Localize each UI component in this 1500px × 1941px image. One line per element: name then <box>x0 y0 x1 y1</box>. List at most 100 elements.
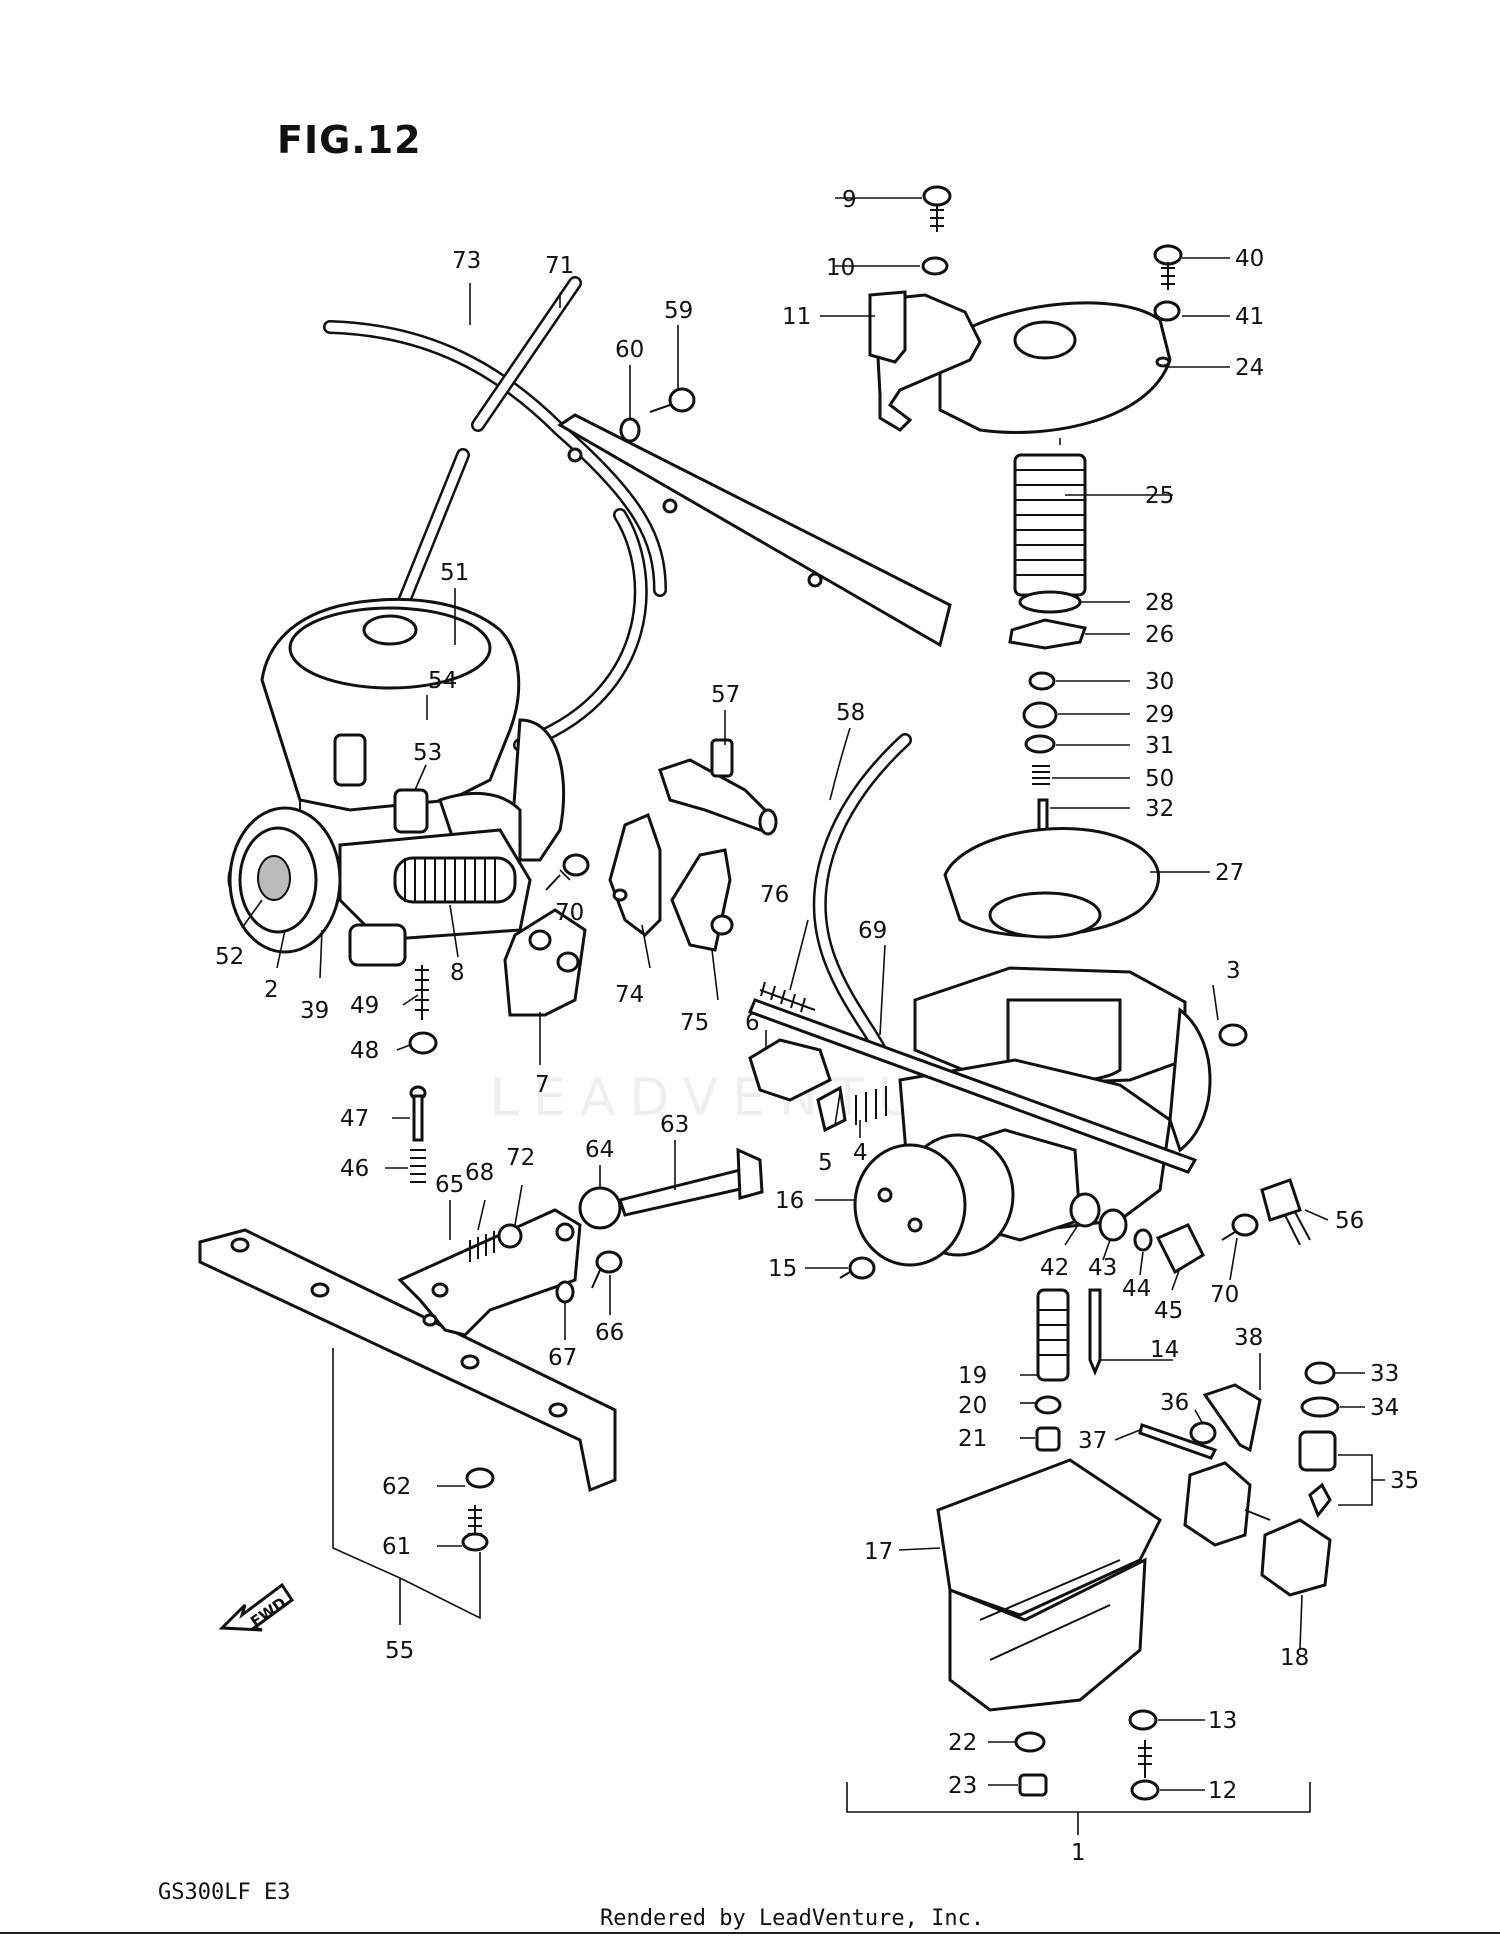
cap-33 <box>1304 1361 1336 1385</box>
callout-48: 48 <box>350 1038 379 1064</box>
throttle-lever-6 <box>748 1038 832 1102</box>
callout-8: 8 <box>450 960 465 986</box>
callout-53: 53 <box>413 740 442 766</box>
callout-32: 32 <box>1145 796 1174 822</box>
screw-9 <box>922 185 952 232</box>
vent-fitting-11 <box>868 290 982 432</box>
callout-38: 38 <box>1234 1325 1263 1351</box>
callout-29: 29 <box>1145 702 1174 728</box>
callout-2: 2 <box>264 977 279 1003</box>
lever-75 <box>670 848 734 952</box>
callout-14: 14 <box>1150 1337 1179 1363</box>
hose-73 <box>323 320 667 597</box>
spacer-29 <box>1022 701 1058 729</box>
jet-19 <box>1036 1288 1070 1382</box>
washer-31 <box>1024 734 1056 754</box>
callout-33: 33 <box>1370 1361 1399 1387</box>
washer-34 <box>1300 1396 1340 1418</box>
callout-46: 46 <box>340 1156 369 1182</box>
spring-4 <box>855 1086 887 1125</box>
callout-28: 28 <box>1145 590 1174 616</box>
callout-47: 47 <box>340 1106 369 1132</box>
leader-lines <box>241 197 1385 1835</box>
fwd-arrow-icon: FWD <box>218 1582 295 1632</box>
callout-61: 61 <box>382 1534 411 1560</box>
callout-16: 16 <box>775 1188 804 1214</box>
callout-73: 73 <box>452 248 481 274</box>
callout-51: 51 <box>440 560 469 586</box>
callout-13: 13 <box>1208 1708 1237 1734</box>
callout-59: 59 <box>664 298 693 324</box>
callout-27: 27 <box>1215 860 1244 886</box>
callout-26: 26 <box>1145 622 1174 648</box>
screw-70-left <box>545 853 590 891</box>
intake-cap-52 <box>227 806 342 954</box>
washer-13 <box>1128 1709 1158 1731</box>
callout-41: 41 <box>1235 304 1264 330</box>
screw-36 <box>1189 1421 1217 1445</box>
callout-37: 37 <box>1078 1428 1107 1454</box>
callout-56: 56 <box>1335 1208 1364 1234</box>
callout-49: 49 <box>350 993 379 1019</box>
mount-plate-55 <box>198 1228 617 1493</box>
tee-fitting-57 <box>658 738 778 836</box>
hose-58 <box>812 733 912 1057</box>
clip-30 <box>1028 671 1056 691</box>
screw-12 <box>1130 1740 1160 1801</box>
callout-labels: 1 2 3 4 5 6 7 8 9 10 11 12 13 14 15 16 1… <box>215 187 1419 1866</box>
screw-15 <box>839 1256 876 1280</box>
pin-47 <box>409 1085 427 1142</box>
callout-20: 20 <box>958 1393 987 1419</box>
screw-66 <box>591 1250 623 1289</box>
callout-43: 43 <box>1088 1255 1117 1281</box>
callout-22: 22 <box>948 1730 977 1756</box>
screw-23 <box>1018 1773 1048 1797</box>
clip-44 <box>1133 1228 1153 1252</box>
callout-36: 36 <box>1160 1390 1189 1416</box>
mount-rail-upper <box>557 413 952 648</box>
callout-70-left: 70 <box>555 900 584 926</box>
callout-25: 25 <box>1145 483 1174 509</box>
callout-42: 42 <box>1040 1255 1069 1281</box>
collar-64 <box>578 1186 622 1230</box>
screw-40 <box>1153 244 1183 290</box>
hose-71 <box>471 276 582 432</box>
callout-50: 50 <box>1145 766 1174 792</box>
callout-67: 67 <box>548 1345 577 1371</box>
washer-10 <box>921 256 949 276</box>
callout-66: 66 <box>595 1320 624 1346</box>
callout-23: 23 <box>948 1773 977 1799</box>
callout-9: 9 <box>842 187 857 213</box>
screw-59 <box>649 387 696 413</box>
intake-cap-16 <box>853 1133 1015 1267</box>
valve-35 <box>1298 1430 1337 1518</box>
callout-70-right: 70 <box>1210 1282 1239 1308</box>
callout-35: 35 <box>1390 1468 1419 1494</box>
washer-48 <box>408 1031 438 1055</box>
washer-62 <box>465 1467 495 1489</box>
callout-34: 34 <box>1370 1395 1399 1421</box>
callout-1: 1 <box>1071 1840 1086 1866</box>
callout-71: 71 <box>545 253 574 279</box>
callout-17: 17 <box>864 1539 893 1565</box>
callout-39: 39 <box>300 998 329 1024</box>
lever-74 <box>608 812 662 937</box>
callout-52: 52 <box>215 944 244 970</box>
callout-64: 64 <box>585 1137 614 1163</box>
callout-19: 19 <box>958 1363 987 1389</box>
bracket-7 <box>503 908 587 1017</box>
float-18 <box>1183 1461 1332 1597</box>
callout-10: 10 <box>826 255 855 281</box>
callout-68: 68 <box>465 1160 494 1186</box>
callout-40: 40 <box>1235 246 1264 272</box>
model-code: GS300LF E3 <box>158 1880 291 1905</box>
callout-63: 63 <box>660 1112 689 1138</box>
washer-72 <box>497 1223 523 1249</box>
bottom-rule <box>0 1932 1500 1934</box>
callout-74: 74 <box>615 982 644 1008</box>
callout-44: 44 <box>1122 1276 1151 1302</box>
left-carburetor-body <box>260 597 566 882</box>
callout-21: 21 <box>958 1426 987 1452</box>
callout-55: 55 <box>385 1638 414 1664</box>
